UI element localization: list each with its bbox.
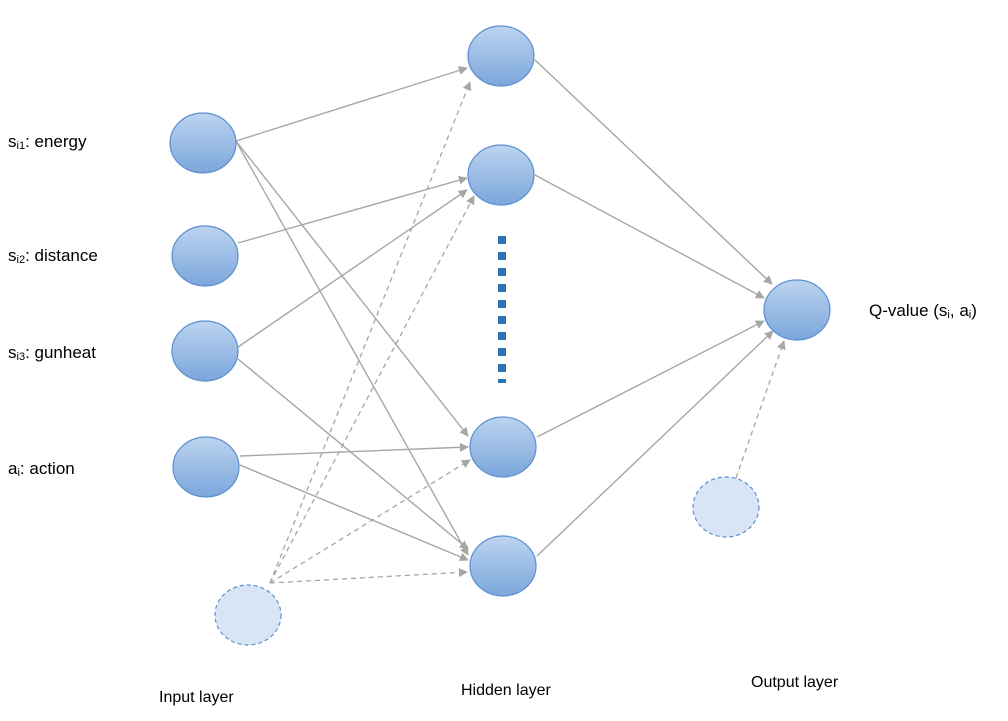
output-layer-label: Output layer: [751, 674, 839, 691]
input-label-distance: si2: distance: [8, 246, 98, 266]
hidden-nodes: [467, 25, 537, 597]
edge: [269, 459, 471, 584]
input-node-distance: [171, 225, 239, 287]
output-bias-node: [692, 476, 760, 538]
hidden-output-edges: [534, 59, 774, 557]
edge: [269, 195, 475, 584]
edge: [534, 59, 773, 285]
edge: [534, 174, 765, 299]
edge: [536, 330, 774, 557]
edge: [735, 340, 786, 479]
input-node-action: [172, 436, 240, 498]
edge: [235, 140, 469, 437]
edge: [269, 81, 472, 584]
hidden-node-2: [467, 144, 535, 206]
edge: [237, 358, 469, 550]
input-node-gunheat: [171, 320, 239, 382]
edge: [536, 320, 765, 438]
input-bias-node: [214, 584, 282, 646]
input-nodes: [169, 112, 240, 498]
input-layer-label: Input layer: [159, 689, 234, 706]
edge: [235, 140, 469, 556]
input-label-energy: si1: energy: [8, 132, 87, 152]
input-node-energy: [169, 112, 237, 174]
input-label-gunheat: si3: gunheat: [8, 343, 96, 363]
output-node: [763, 279, 831, 341]
input-hidden-edges: [235, 66, 469, 562]
bias-edges: [269, 81, 786, 584]
edge: [239, 442, 469, 457]
hidden-node-3: [469, 416, 537, 478]
edge: [237, 175, 468, 244]
output-label-q-value: Q-value (si, ai): [869, 301, 977, 321]
edge: [269, 567, 468, 584]
hidden-node-1: [467, 25, 535, 87]
edge: [237, 189, 468, 348]
hidden-layer-label: Hidden layer: [461, 682, 551, 699]
input-label-action: ai: action: [8, 459, 75, 479]
hidden-node-4: [469, 535, 537, 597]
edge: [235, 66, 468, 142]
edge: [239, 464, 469, 562]
vertical-dotted-ellipsis-icon: [498, 236, 506, 383]
